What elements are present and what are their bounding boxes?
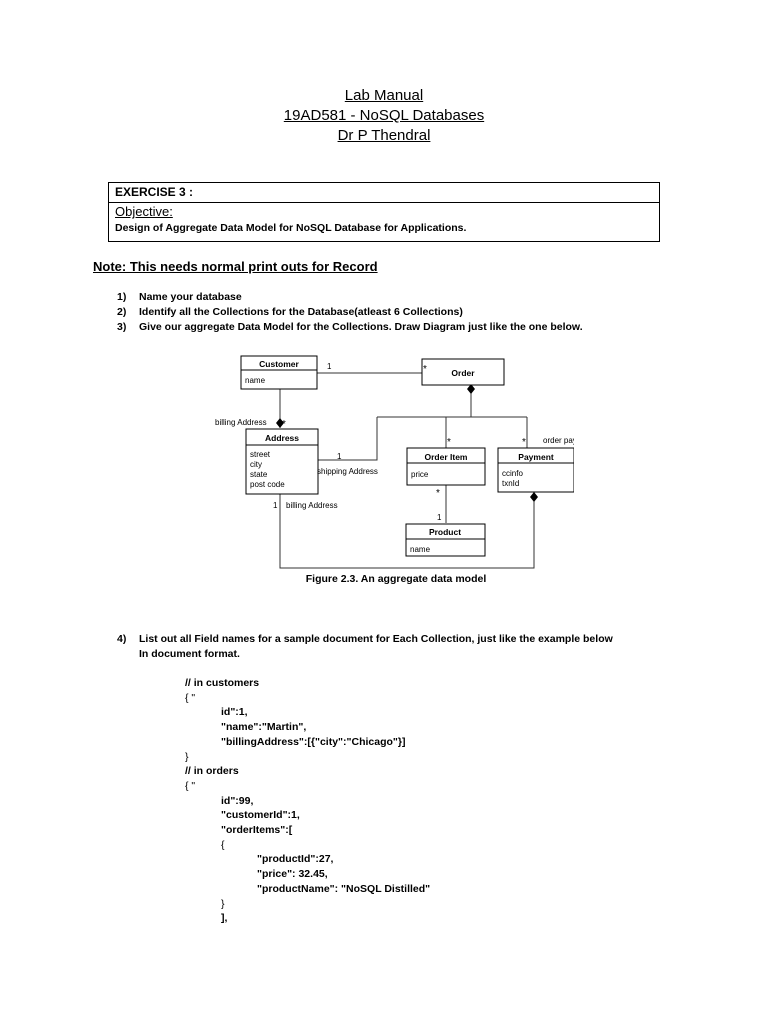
exercise-label: EXERCISE 3 : <box>109 183 659 203</box>
multiplicity-one: 1 <box>437 513 442 522</box>
code-line: "billingAddress":[{"city":"Chicago"}] <box>221 735 406 748</box>
code-comment: // in customers <box>185 677 260 689</box>
step-item: 1) Name your database <box>117 290 583 305</box>
code-comment: // in orders <box>185 765 239 778</box>
step-item: 4) List out all Field names for a sample… <box>117 632 613 647</box>
order-payment-label: order payment <box>543 436 574 445</box>
customer-title: Customer <box>259 359 299 369</box>
shipping-address-label: shipping Address <box>317 467 378 476</box>
code-line: } <box>185 750 189 763</box>
step-number: 1) <box>117 291 127 303</box>
step-number: 4) <box>117 633 127 645</box>
step-item: 3) Give our aggregate Data Model for the… <box>117 320 583 335</box>
multiplicity-one: 1 <box>273 501 278 510</box>
code-line: "productId":27, <box>257 853 334 866</box>
order-composition-diamond <box>467 384 475 394</box>
objective-text: Design of Aggregate Data Model for NoSQL… <box>115 222 467 234</box>
payment-title: Payment <box>518 452 554 462</box>
billing-address-bottom-label: billing Address <box>286 501 338 510</box>
address-box <box>245 428 319 495</box>
order-box <box>421 358 505 386</box>
steps-list: 1) Name your database 2) Identify all th… <box>117 290 583 335</box>
code-line: "name":"Martin", <box>221 721 307 734</box>
address-field: city <box>250 460 262 469</box>
code-line: "price": 32.45, <box>257 868 328 881</box>
address-field: street <box>250 450 271 459</box>
shipping-address-line <box>318 417 378 461</box>
manual-title: Lab Manual <box>344 87 424 104</box>
multiplicity-one: 1 <box>327 362 332 371</box>
objective-title: Objective: <box>115 204 173 219</box>
address-field: post code <box>250 480 285 489</box>
code-line: "productName": "NoSQL Distilled" <box>257 882 431 895</box>
billing-address-label: billing Address <box>215 418 267 427</box>
note-text: Note: This needs normal print outs for R… <box>93 259 378 274</box>
step-number: 3) <box>117 321 127 333</box>
orderitem-field: price <box>411 470 429 479</box>
code-line: { " <box>185 691 196 704</box>
figure-caption: Figure 2.3. An aggregate data model <box>306 573 487 585</box>
step-item-continued: In document format. <box>117 647 613 662</box>
payment-box <box>497 447 574 493</box>
code-line: "customerId":1, <box>221 809 300 822</box>
order-title: Order <box>451 368 475 378</box>
product-title: Product <box>429 527 461 537</box>
product-box <box>405 523 486 557</box>
address-composition-diamond <box>276 418 284 428</box>
code-line: id":1, <box>221 706 248 719</box>
sample-document-code: // in customers { " id":1, "name":"Marti… <box>185 676 430 926</box>
step-item: 2) Identify all the Collections for the … <box>117 305 583 320</box>
diagram-svg: Customer Order Address Order Item Paymen… <box>215 355 574 585</box>
address-field: state <box>250 470 268 479</box>
code-line: { " <box>185 779 196 792</box>
exercise-box: EXERCISE 3 : Objective: Design of Aggreg… <box>108 182 660 242</box>
step-text: Give our aggregate Data Model for the Co… <box>139 321 583 333</box>
multiplicity-one: 1 <box>337 452 342 461</box>
orderitem-title: Order Item <box>425 452 468 462</box>
payment-composition-diamond <box>530 492 538 502</box>
customer-box <box>240 355 318 390</box>
multiplicity-many: * <box>447 437 451 448</box>
author-name: Dr P Thendral <box>337 127 431 144</box>
orderitem-box <box>406 447 486 486</box>
step-text: List out all Field names for a sample do… <box>139 633 613 645</box>
code-line: } <box>221 897 225 910</box>
multiplicity-many: * <box>436 488 440 499</box>
step-text: Name your database <box>139 291 242 303</box>
multiplicity-many: * <box>282 419 286 430</box>
step-number: 2) <box>117 306 127 318</box>
step-text: Identify all the Collections for the Dat… <box>139 306 463 318</box>
code-line: id":99, <box>221 794 254 807</box>
payment-field: ccinfo <box>502 469 523 478</box>
payment-field: txnId <box>502 479 519 488</box>
multiplicity-many: * <box>423 364 427 375</box>
code-line: { <box>221 838 225 851</box>
product-field: name <box>410 545 431 554</box>
code-line: "orderItems":[ <box>221 824 293 837</box>
step4: 4) List out all Field names for a sample… <box>117 632 613 662</box>
code-line: ], <box>221 912 228 925</box>
course-title: 19AD581 - NoSQL Databases <box>283 107 485 124</box>
multiplicity-many: * <box>522 437 526 448</box>
aggregate-data-model-diagram: Customer Order Address Order Item Paymen… <box>212 352 574 592</box>
customer-field: name <box>245 376 266 385</box>
address-title: Address <box>265 433 299 443</box>
step-text: In document format. <box>139 648 240 660</box>
billing-address-loop-line <box>279 494 535 569</box>
page-header: Lab Manual 19AD581 - NoSQL Databases Dr … <box>0 86 768 146</box>
